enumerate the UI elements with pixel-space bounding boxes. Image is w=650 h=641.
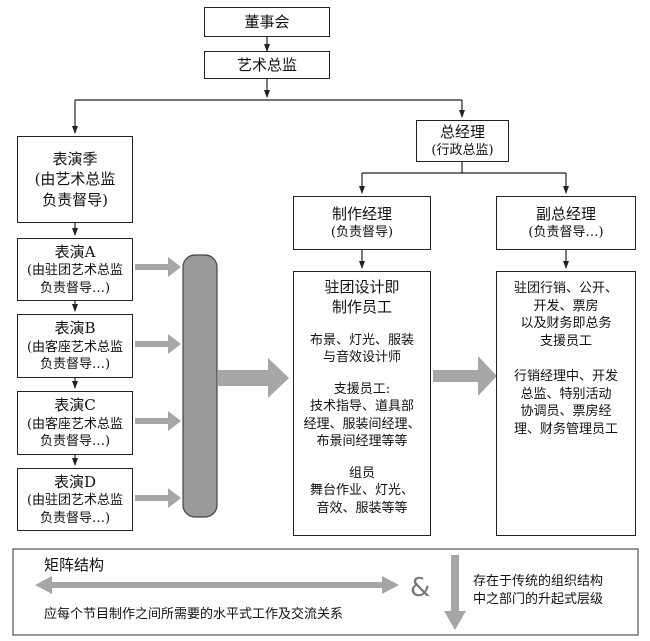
- admin-staff-g2-3: 协调员、票房经: [520, 404, 612, 420]
- production-manager-title: 制作经理: [331, 205, 392, 224]
- performance-c-sub-2: 负责督导…): [39, 434, 111, 450]
- art-director-label: 艺术总监: [236, 55, 297, 74]
- admin-staff-g1-3: 以及财务即总务: [520, 316, 612, 332]
- art-director-box: 艺术总监: [204, 51, 330, 79]
- admin-staff-g2-4: 理、财务管理员工: [513, 421, 618, 437]
- performance-a-box: 表演A (由驻团艺术总监 负责督导…): [17, 238, 133, 301]
- production-staff-title-2: 制作员工: [331, 298, 392, 317]
- production-staff-box: 驻团设计即 制作员工 布景、灯光、服装 与音效设计师 支援员工: 技术指导、道具…: [293, 271, 431, 536]
- arrow-d-to-pill: [135, 488, 181, 508]
- season-title: 表演季: [52, 150, 98, 169]
- board-box: 董事会: [204, 7, 330, 37]
- arrow-a-to-pill: [135, 257, 181, 277]
- board-label: 董事会: [244, 12, 290, 31]
- production-staff-g3-3: 音效、服装等等: [316, 500, 408, 516]
- production-staff-g3-1: 组员: [348, 465, 375, 481]
- performance-c-box: 表演C (由客座艺术总监 负责督导…): [17, 391, 133, 455]
- production-staff-g2-4: 布景间经理等等: [316, 434, 408, 450]
- production-staff-title-1: 驻团设计即: [324, 278, 400, 296]
- production-manager-box: 制作经理 (负责督导): [293, 196, 431, 250]
- production-manager-sub: (负责督导): [330, 225, 394, 241]
- performance-d-title: 表演D: [53, 472, 97, 491]
- legend-horizontal-desc: 应每个节目制作之间所需要的水平式工作及交流关系: [44, 607, 344, 622]
- performance-c-title: 表演C: [54, 396, 96, 415]
- legend-vertical-desc-1: 存在于传统的组织结构: [473, 574, 604, 589]
- production-staff-g1-1: 布景、灯光、服装: [309, 332, 414, 348]
- admin-staff-g1-1: 驻团行销、公开、: [513, 281, 618, 296]
- deputy-gm-title: 副总经理: [535, 205, 596, 224]
- production-staff-g2-2: 技术指导、道具部: [309, 399, 414, 415]
- admin-staff-g2-2: 总监、特别活动: [520, 386, 612, 402]
- performance-b-sub-1: (由客座艺术总监: [26, 339, 124, 355]
- legend-matrix-title: 矩阵结构: [44, 556, 105, 574]
- gm-sub: (行政总监): [431, 143, 494, 159]
- production-staff-g2-1: 支援员工:: [333, 381, 391, 397]
- performance-a-sub-1: (由驻团艺术总监: [26, 263, 124, 279]
- performance-b-title: 表演B: [54, 319, 96, 338]
- admin-staff-g2-1: 行销经理中、开发: [513, 369, 618, 385]
- production-staff-g3-2: 舞台作业、灯光、: [309, 483, 414, 499]
- performance-d-sub-2: 负责督导…): [39, 510, 111, 526]
- season-sub-1: (由艺术总监: [34, 170, 116, 189]
- performance-b-box: 表演B (由客座艺术总监 负责督导…): [17, 314, 133, 378]
- performance-d-sub-1: (由驻团艺术总监: [26, 493, 124, 509]
- season-box: 表演季 (由艺术总监 负责督导): [17, 136, 133, 223]
- production-staff-g2-3: 经理、服装间经理、: [303, 416, 421, 432]
- arrow-production-to-admin: [433, 356, 497, 396]
- performance-d-box: 表演D (由驻团艺术总监 负责督导…): [17, 468, 133, 531]
- arrow-b-to-pill: [135, 334, 181, 354]
- arrow-c-to-pill: [135, 411, 181, 431]
- production-staff-g1-2: 与音效设计师: [322, 350, 401, 366]
- legend-vertical-arrow: [444, 555, 466, 630]
- legend-vertical-desc-2: 中之部门的升起式层级: [473, 592, 604, 607]
- legend-horizontal-double-arrow: [35, 576, 399, 594]
- admin-staff-box: 驻团行销、公开、 开发、票房 以及财务即总务 支援员工 行销经理中、开发 总监、…: [496, 271, 636, 536]
- deputy-gm-box: 副总经理 (负责督导…): [496, 196, 636, 250]
- performance-b-sub-2: 负责督导…): [39, 357, 111, 373]
- gm-title: 总经理: [439, 123, 485, 142]
- season-sub-2: 负责督导): [42, 190, 108, 209]
- arrow-pill-to-production: [218, 358, 289, 398]
- legend-ampersand: &: [410, 573, 431, 603]
- performance-a-sub-2: 负责督导…): [39, 280, 111, 296]
- performance-c-sub-1: (由客座艺术总监: [26, 416, 124, 432]
- performance-a-title: 表演A: [54, 242, 96, 261]
- admin-staff-g1-2: 开发、票房: [533, 298, 599, 314]
- deputy-gm-sub: (负责督导…): [528, 225, 604, 241]
- admin-staff-g1-4: 支援员工: [539, 333, 592, 349]
- gm-box: 总经理 (行政总监): [416, 120, 509, 162]
- matrix-connector-pill: [182, 254, 218, 518]
